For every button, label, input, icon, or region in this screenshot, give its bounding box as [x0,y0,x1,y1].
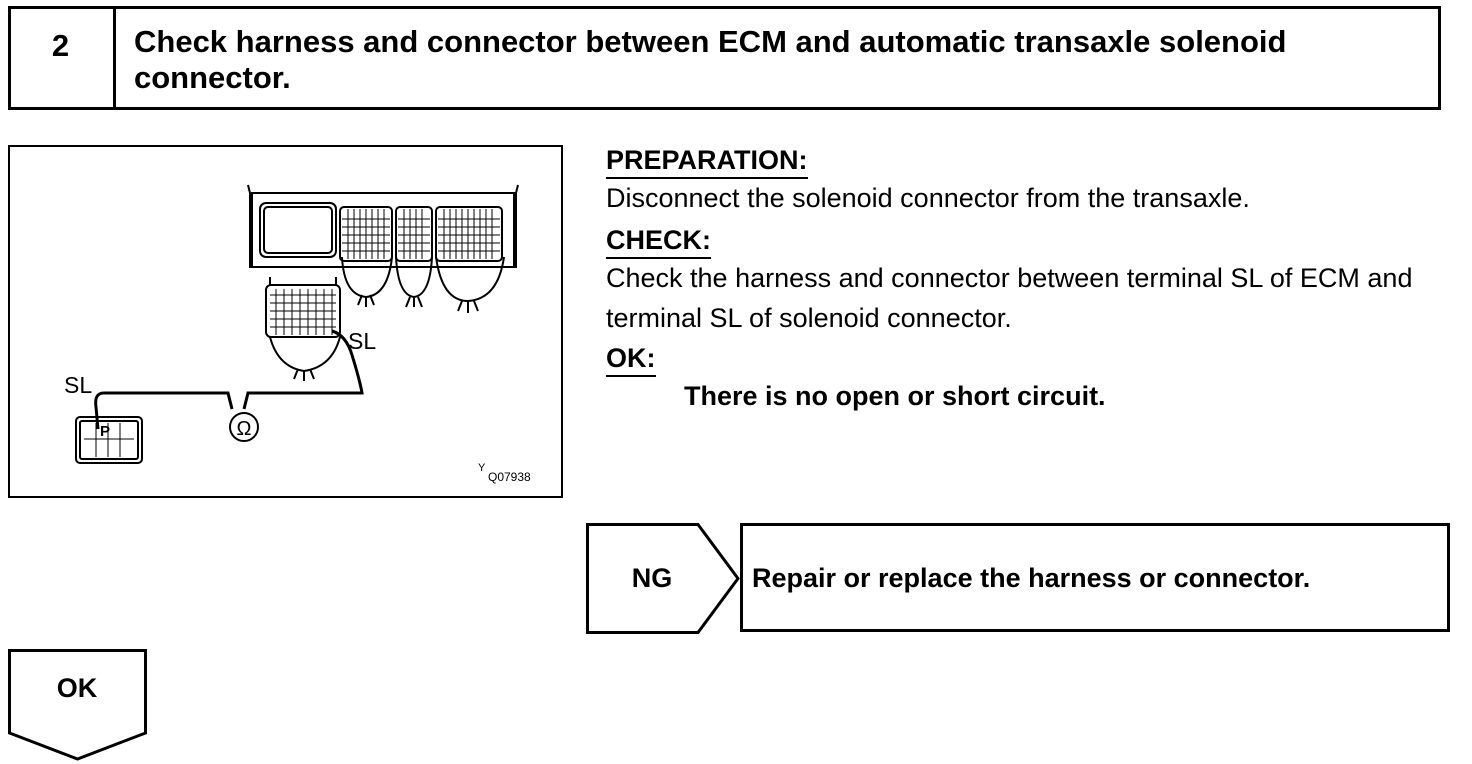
ecm-test-connector [265,277,341,381]
step-title: Check harness and connector between ECM … [134,24,1287,95]
ecm-connector-pins [342,209,500,259]
ohm-symbol: Ω [237,418,252,440]
step-number: 2 [51,28,70,63]
sl-label-ecm: SL [348,328,376,354]
ecm-unit [247,184,519,268]
ng-label: NG [631,563,673,593]
step-header-divider [113,6,116,110]
probe-wires [94,329,364,430]
wiring-diagram: Ω P SL SL Y Q07938 [64,184,531,484]
diagram-frame [8,145,563,498]
ecm-harness [341,256,505,313]
figure-id: Q07938 [488,470,531,484]
sl-label-solenoid: SL [64,372,92,398]
ok-arrow-box [8,649,147,761]
step-header-box [8,6,1441,110]
preparation-label: PREPARATION: [606,144,808,179]
figure-id-prefix: Y [478,462,486,474]
ok-criteria-label: OK: [606,342,656,377]
check-label: CHECK: [606,224,711,259]
ng-action-text: Repair or replace the harness or connect… [752,563,1311,593]
preparation-text: Disconnect the solenoid connector from t… [606,183,1250,213]
ok-criteria-text: There is no open or short circuit. [684,381,1106,411]
solenoid-connector [75,416,143,464]
ng-arrow-box [586,523,740,634]
ng-action-box [740,523,1450,632]
ohmmeter [229,412,259,442]
check-text: Check the harness and connector between … [606,263,1413,333]
connector-mark: P [100,423,110,440]
ok-flow-label: OK [56,673,98,703]
